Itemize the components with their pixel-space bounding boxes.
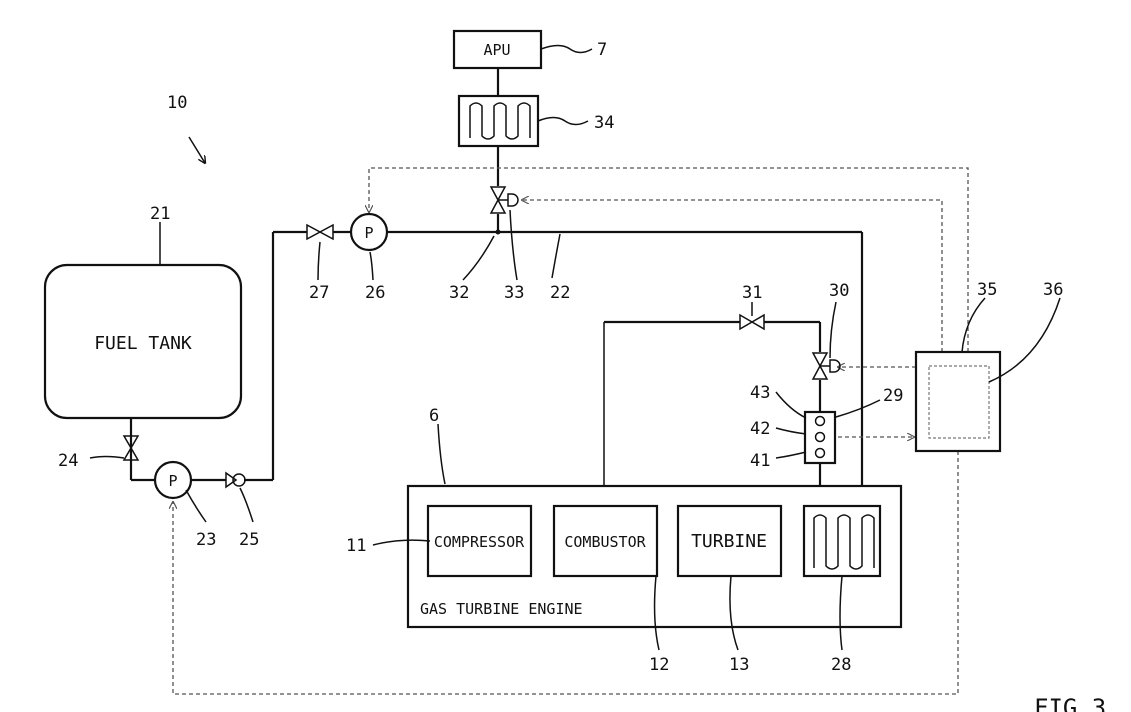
ref-11: 11 bbox=[346, 536, 366, 556]
valve-27-icon bbox=[307, 225, 333, 239]
control-valve-30-icon bbox=[813, 353, 840, 379]
pump-23-icon: P bbox=[155, 462, 191, 498]
ref-36: 36 bbox=[1043, 280, 1063, 300]
ref-24: 24 bbox=[58, 451, 78, 471]
apu-label: APU bbox=[483, 41, 510, 59]
ref-22: 22 bbox=[550, 283, 570, 303]
turbine-label: TURBINE bbox=[691, 531, 767, 552]
ref-23: 23 bbox=[196, 530, 216, 550]
heat-exchanger-28 bbox=[804, 506, 880, 576]
ref-34: 34 bbox=[594, 113, 614, 133]
heat-exchanger-34 bbox=[459, 96, 538, 146]
engine-label: GAS TURBINE ENGINE bbox=[420, 600, 583, 618]
ref-26: 26 bbox=[365, 283, 385, 303]
ref-35: 35 bbox=[977, 280, 997, 300]
pump-26-icon: P bbox=[351, 214, 387, 250]
combustor-label: COMBUSTOR bbox=[564, 533, 646, 551]
ref-33: 33 bbox=[504, 283, 524, 303]
ref-6: 6 bbox=[429, 406, 439, 426]
sensor-unit-29 bbox=[805, 412, 835, 463]
control-valve-33-icon bbox=[491, 187, 518, 213]
compressor-label: COMPRESSOR bbox=[434, 533, 525, 551]
ref-7: 7 bbox=[597, 40, 607, 60]
check-valve-25-icon bbox=[226, 473, 245, 487]
svg-text:P: P bbox=[364, 224, 373, 242]
ref-32: 32 bbox=[449, 283, 469, 303]
ref-27: 27 bbox=[309, 283, 329, 303]
ref-43: 43 bbox=[750, 383, 770, 403]
svg-text:P: P bbox=[168, 472, 177, 490]
branch-point-32 bbox=[496, 230, 501, 235]
ref-12: 12 bbox=[649, 655, 669, 675]
ref-30: 30 bbox=[829, 281, 849, 301]
ref-10: 10 bbox=[167, 93, 187, 113]
fuel-tank-label: FUEL TANK bbox=[94, 333, 192, 354]
ref-21: 21 bbox=[150, 204, 170, 224]
ref-41: 41 bbox=[750, 451, 770, 471]
ref-29: 29 bbox=[883, 386, 903, 406]
ref-28: 28 bbox=[831, 655, 851, 675]
ref-42: 42 bbox=[750, 419, 770, 439]
valve-31-icon bbox=[740, 315, 764, 329]
controller-35 bbox=[916, 352, 1000, 451]
ref-13: 13 bbox=[729, 655, 749, 675]
ref-31: 31 bbox=[742, 283, 762, 303]
ref-25: 25 bbox=[239, 530, 259, 550]
figure-label: FIG.3 bbox=[1034, 694, 1106, 712]
